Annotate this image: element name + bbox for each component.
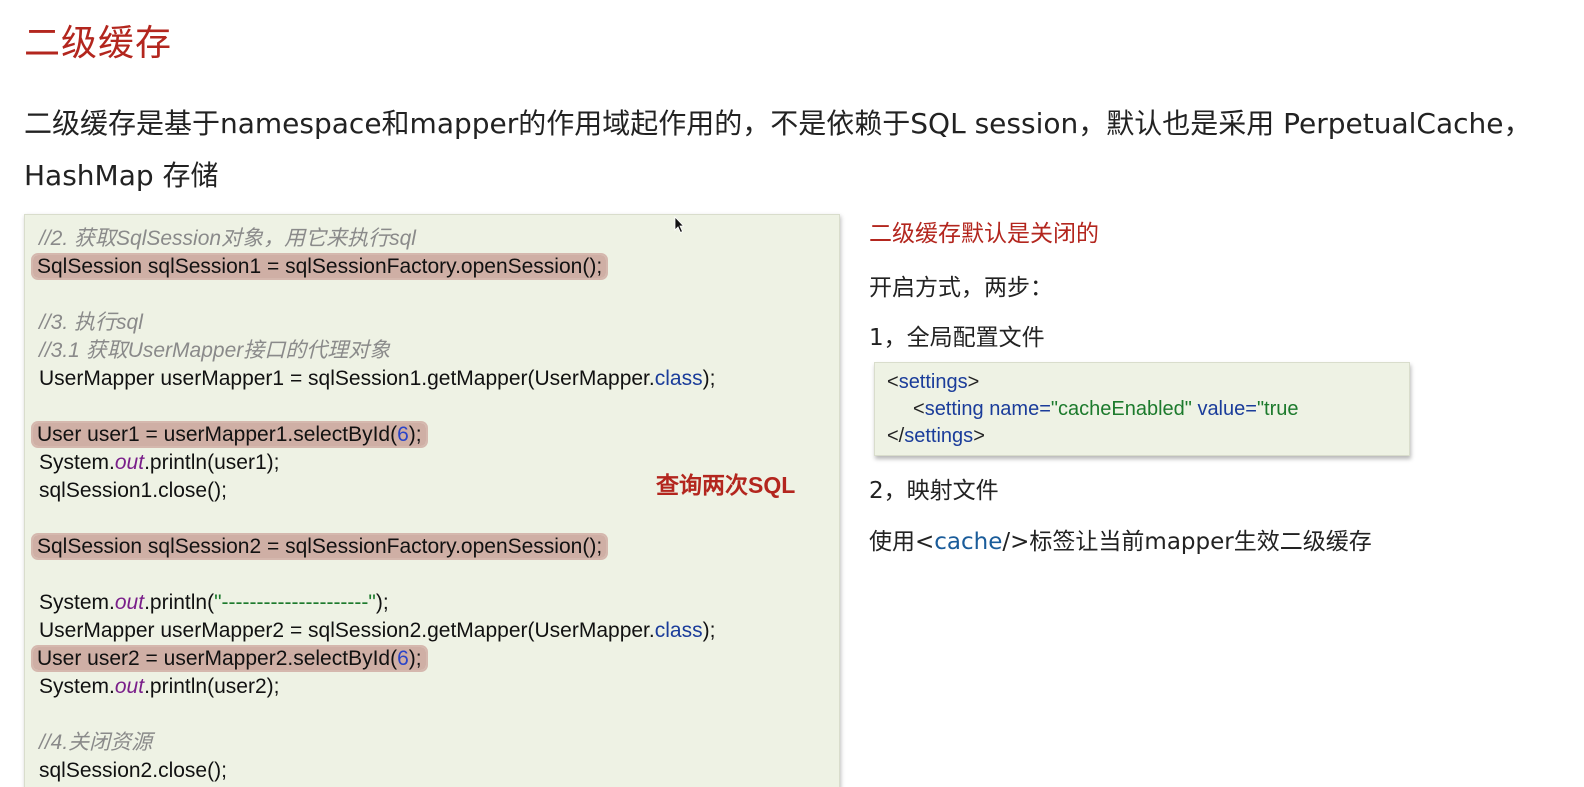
code-text: ); — [702, 367, 716, 390]
number-literal: 6 — [397, 647, 409, 670]
code-text: ); — [408, 647, 422, 670]
xml-attr-value: "true — [1256, 398, 1299, 420]
code-text: .println( — [144, 591, 215, 614]
xml-attr-value: "cacheEnabled" — [1050, 398, 1192, 420]
code-text: System. — [39, 591, 115, 614]
code-text: .println(user1); — [144, 451, 280, 474]
code-panel: //2. 获取SqlSession对象，用它来执行sql SqlSession … — [24, 214, 840, 787]
side-use-suffix: />标签让当前mapper生效二级缓存 — [1002, 529, 1372, 555]
highlight-open-session-2: SqlSession sqlSession2 = sqlSessionFacto… — [33, 535, 607, 558]
code-text: System. — [39, 451, 115, 474]
number-literal: 6 — [397, 423, 409, 446]
code-text: ); — [408, 423, 422, 446]
xml-settings-open: <settings> — [887, 371, 980, 393]
code-text: ); — [375, 591, 389, 614]
code-text: .println(user2); — [144, 675, 280, 698]
code-line-select-user1: User user1 = userMapper1.selectById(6); — [33, 421, 426, 449]
out-field: out — [114, 451, 145, 474]
code-line-select-user2: User user2 = userMapper2.selectById(6); — [33, 645, 426, 673]
code-text: ); — [702, 619, 716, 642]
xml-tag: settings — [904, 425, 974, 447]
mouse-cursor-icon — [674, 216, 684, 234]
highlight-select-user2: User user2 = userMapper2.selectById(6); — [33, 647, 426, 670]
code-line-print-user2: System.out.println(user2); — [39, 673, 279, 701]
code-line-open-session-1: SqlSession sqlSession1 = sqlSessionFacto… — [33, 253, 607, 281]
side-step2: 2，映射文件 — [869, 478, 999, 504]
code-text: System. — [39, 675, 115, 698]
code-comment-get-mapper: //3.1 获取UserMapper接口的代理对象 — [39, 339, 391, 362]
xml-attr: name= — [989, 398, 1051, 420]
keyword-class: class — [654, 619, 703, 642]
code-comment-exec-sql: //3. 执行sql — [39, 311, 143, 334]
code-text: User user1 = userMapper1.selectById( — [37, 423, 398, 446]
intro-paragraph: 二级缓存是基于namespace和mapper的作用域起作用的，不是依赖于SQL… — [24, 107, 1532, 192]
annotation-two-queries: 查询两次SQL — [656, 472, 796, 498]
code-comment-get-session: //2. 获取SqlSession对象，用它来执行sql — [39, 227, 416, 250]
side-use-prefix: 使用< — [869, 529, 935, 555]
code-line-print-user1: System.out.println(user1); — [39, 449, 279, 477]
keyword-class: class — [654, 367, 703, 390]
code-line-get-mapper-2: UserMapper userMapper2 = sqlSession2.get… — [39, 617, 715, 645]
code-line-close-session2: sqlSession2.close(); — [39, 759, 227, 782]
xml-settings-box: <settings> <setting name="cacheEnabled" … — [874, 362, 1410, 456]
cache-tag-name: cache — [934, 529, 1003, 555]
code-comment-close-resources: //4.关闭资源 — [39, 731, 153, 754]
xml-setting-line: <setting name="cacheEnabled" value="true — [913, 398, 1299, 420]
xml-tag: setting — [924, 398, 984, 420]
code-line-get-mapper-1: UserMapper userMapper1 = sqlSession1.get… — [39, 365, 715, 393]
code-text: UserMapper userMapper2 = sqlSession2.get… — [39, 619, 655, 642]
out-field: out — [114, 675, 145, 698]
side-use-cache: 使用<cache/>标签让当前mapper生效二级缓存 — [869, 522, 1372, 556]
code-line-print-dashes: System.out.println("--------------------… — [39, 589, 389, 617]
highlight-open-session-1: SqlSession sqlSession1 = sqlSessionFacto… — [33, 255, 607, 278]
string-literal: "---------------------" — [214, 591, 376, 614]
code-line-open-session-2: SqlSession sqlSession2 = sqlSessionFacto… — [33, 533, 607, 561]
page-title: 二级缓存 — [24, 23, 173, 64]
side-step1: 1，全局配置文件 — [869, 325, 1045, 351]
xml-settings-close: </settings> — [887, 425, 985, 447]
side-howto: 开启方式，两步： — [869, 275, 1053, 301]
code-text: User user2 = userMapper2.selectById( — [37, 647, 398, 670]
out-field: out — [114, 591, 145, 614]
code-line-close-session1: sqlSession1.close(); — [39, 479, 227, 502]
side-title: 二级缓存默认是关闭的 — [869, 221, 1099, 247]
xml-tag: settings — [898, 371, 968, 393]
xml-attr: value= — [1197, 398, 1257, 420]
code-text: UserMapper userMapper1 = sqlSession1.get… — [39, 367, 655, 390]
highlight-select-user1: User user1 = userMapper1.selectById(6); — [33, 423, 426, 446]
